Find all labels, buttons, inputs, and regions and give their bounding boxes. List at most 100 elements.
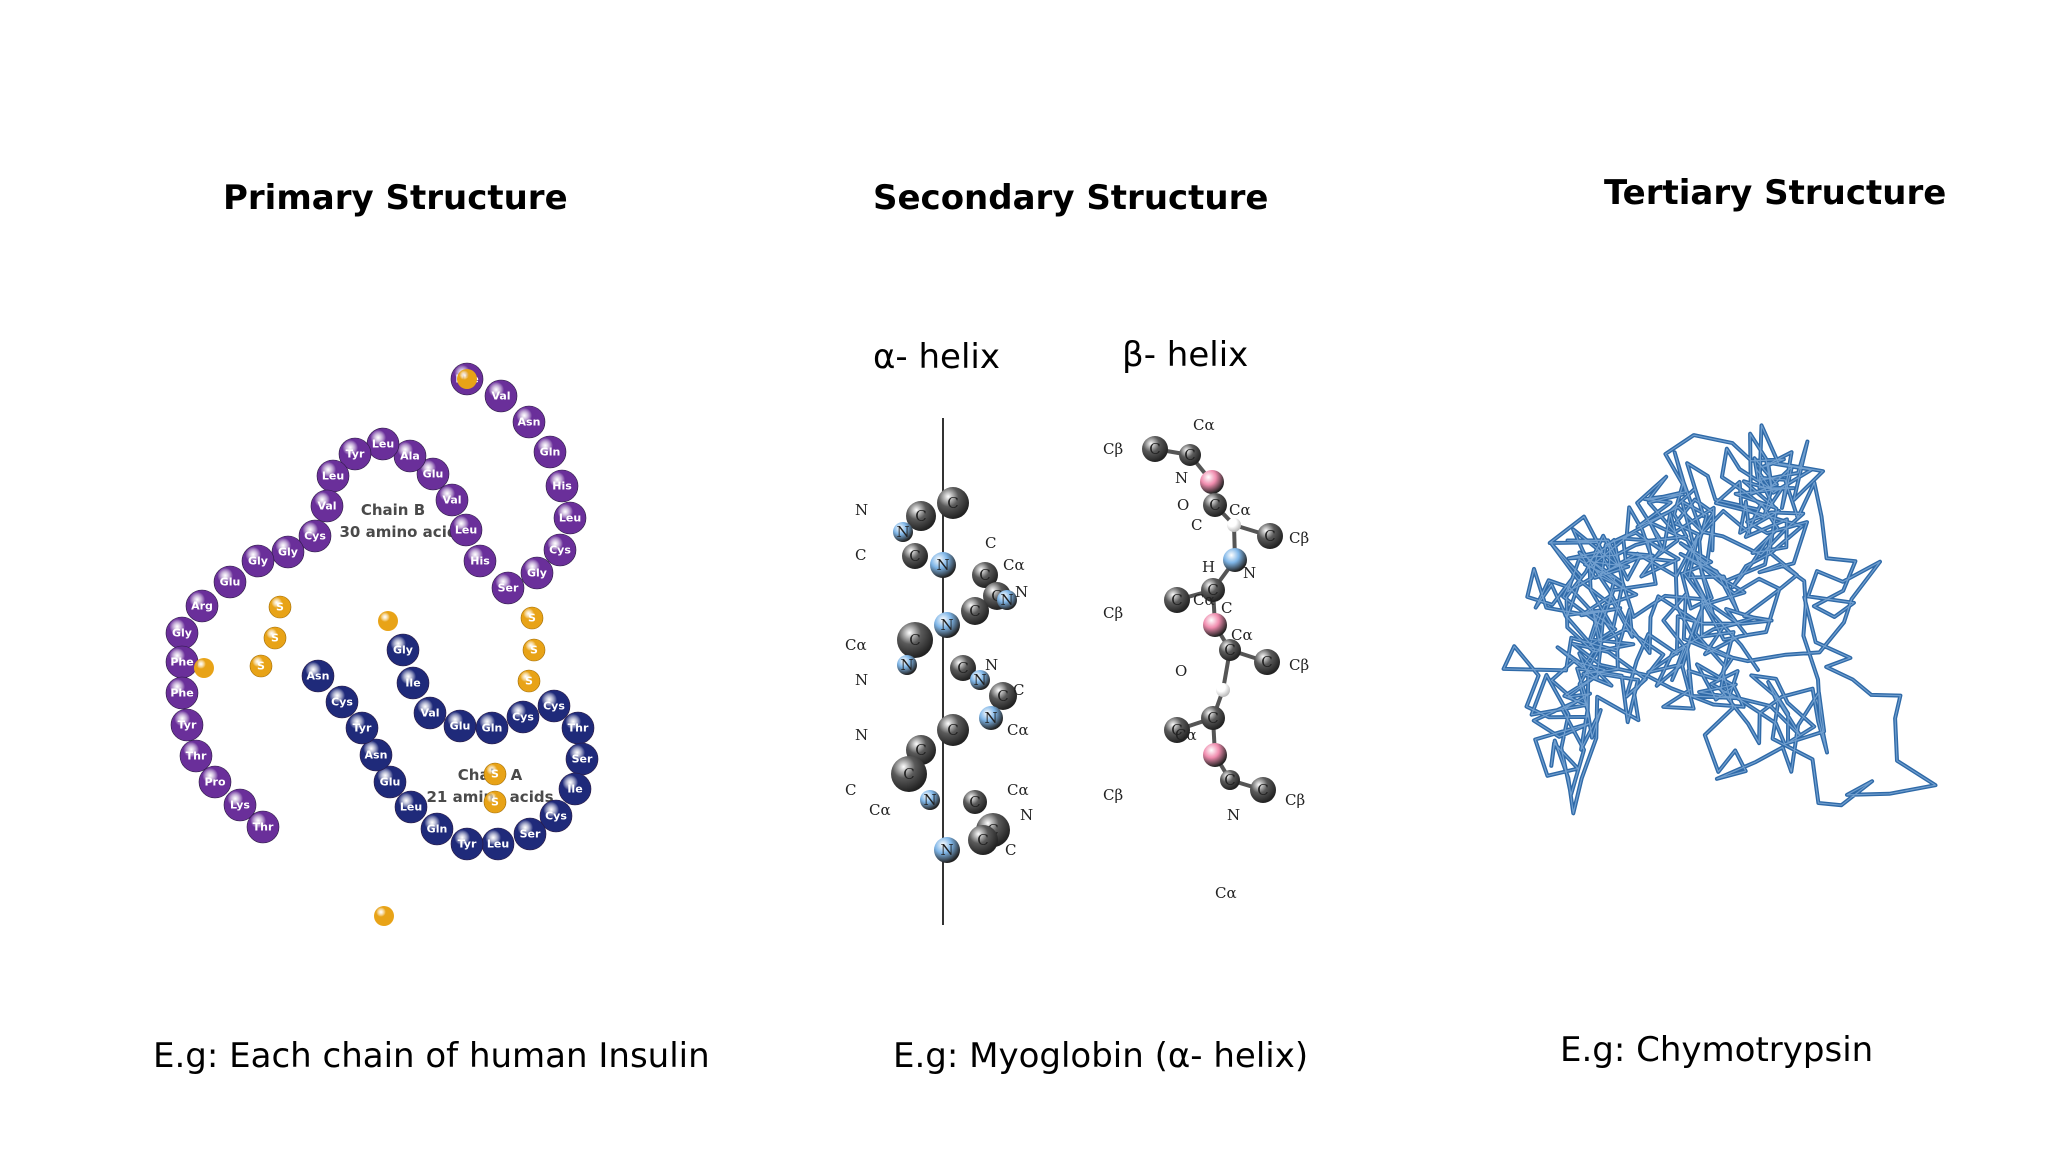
disulfide-bond (483, 790, 507, 814)
chain-a-residue (386, 633, 420, 667)
atom-label: Cβ (1103, 786, 1123, 804)
chain-a-residue-label: Cys (331, 696, 353, 709)
chain-terminus (378, 611, 398, 631)
chain-b-tail-residue-label: Arg (191, 600, 213, 613)
atom-label: O (1177, 496, 1189, 514)
carbon-atom-label: C (1224, 771, 1235, 789)
disulfide-label: S (491, 768, 499, 781)
chain-a-residue-label: Val (420, 707, 439, 720)
atom-label: Cβ (1289, 656, 1309, 674)
atom-label: N (1227, 806, 1240, 824)
carbon-atom (1201, 578, 1225, 602)
chain-b-residue-label: Cys (549, 544, 571, 557)
chain-b-tail-residue-label: Gly (248, 555, 268, 568)
atom-label: C (855, 546, 866, 564)
carbon-atom (906, 501, 936, 531)
chain-a-residue-label: Cys (512, 711, 534, 724)
chain-a-residue-label: Asn (307, 670, 330, 683)
atom-label: Cα (869, 801, 891, 819)
carbon-atom-label: C (1261, 653, 1272, 671)
chymotrypsin-tertiary-structure-figure (1478, 390, 2018, 940)
chain-a-residue-label: Ile (405, 677, 420, 690)
chain-a-residue-label: Tyr (353, 722, 372, 735)
alpha-helix-diagram: CCNCNCCNCNCNCNCNCCCNCCCNNCCCαNCαNNCCαNCC… (845, 418, 1033, 925)
atom-label: N (1020, 806, 1033, 824)
carbon-atom (989, 682, 1017, 710)
chain-b-residue-label: Leu (372, 438, 394, 451)
carbon-atom-label: C (903, 765, 914, 783)
carbon-atom-label: C (977, 831, 988, 849)
atom-label: Cα (1193, 416, 1215, 434)
nitrogen-atom-label: N (973, 671, 986, 689)
carbon-atom (1203, 493, 1227, 517)
atom-label: Cβ (1103, 604, 1123, 622)
nitrogen-atom-label: N (940, 616, 953, 634)
atom-label: Cα (1193, 591, 1215, 609)
nitrogen-atom (997, 590, 1017, 610)
chain-b-residue (310, 489, 344, 523)
carbon-atom (1220, 770, 1240, 790)
chain-a-residue (506, 700, 540, 734)
chain-a-residue-label: Gln (482, 722, 503, 735)
chain-b-residue (512, 405, 546, 439)
chain-b-residue-label: Asn (518, 416, 541, 429)
oxygen-atom (1203, 743, 1227, 767)
protein-backbone-trace (1501, 423, 1938, 816)
chain-b-tail-residue (179, 739, 213, 773)
atom-label: O (1175, 662, 1187, 680)
chain-a-residue (450, 827, 484, 861)
tertiary-structure-title: Tertiary Structure (1604, 173, 1947, 213)
tertiary-example-caption: E.g: Chymotrypsin (1560, 1030, 1874, 1070)
atom-label: C (1005, 841, 1016, 859)
carbon-atom (1254, 649, 1280, 675)
chain-a-residue (394, 790, 428, 824)
atom-label: C (1013, 681, 1024, 699)
nitrogen-atom (893, 522, 913, 542)
chain-a-residue-label: Gln (427, 823, 448, 836)
insulin-primary-structure-figure: Chain B 30 amino acids Chain A 21 amino … (130, 350, 660, 940)
carbon-atom-label: C (969, 602, 980, 620)
carbon-atom-label: C (1224, 641, 1235, 659)
atom-label: Cα (845, 636, 867, 654)
chain-a-residue-label: Tyr (458, 838, 477, 851)
carbon-atom (937, 487, 969, 519)
chain-a-residue-label: Ile (567, 783, 582, 796)
hydrogen-atom (1227, 518, 1241, 532)
carbon-atom (968, 825, 998, 855)
chain-b-tail-residue-label: Lys (230, 799, 250, 812)
chain-a-residue-label: Leu (400, 801, 422, 814)
atom-label: Cβ (1285, 791, 1305, 809)
chain-a-residue (325, 685, 359, 719)
chain-a-residue (345, 711, 379, 745)
atom-label: C (985, 534, 996, 552)
carbon-atom-label: C (1207, 581, 1218, 599)
atom-label: C (845, 781, 856, 799)
disulfide-label: S (528, 612, 536, 625)
chain-b-residue (543, 533, 577, 567)
chain-b-residue (271, 535, 305, 569)
disulfide-label: S (257, 660, 265, 673)
carbon-atom (1250, 777, 1276, 803)
chain-b-tail-residue (185, 589, 219, 623)
atom-label: N (1243, 564, 1256, 582)
chain-b-residue-label: Leu (559, 512, 581, 525)
disulfide-label: S (491, 796, 499, 809)
carbon-atom-label: C (915, 741, 926, 759)
chain-a-residue (558, 772, 592, 806)
nitrogen-atom (920, 790, 940, 810)
chain-b-residue-label: Gly (278, 546, 298, 559)
chain-a-residue (420, 812, 454, 846)
atom-label: C (1191, 516, 1202, 534)
backbone-trace-lines (1501, 423, 1938, 816)
secondary-structure-title: Secondary Structure (873, 178, 1269, 218)
chain-b-residue (338, 437, 372, 471)
chain-b-residue (553, 501, 587, 535)
chain-b-tail-residue-label: Tyr (178, 719, 197, 732)
chain-b-residue-label: Val (442, 494, 461, 507)
disulfide-bond (249, 654, 273, 678)
disulfide-bond (522, 638, 546, 662)
nitrogen-atom (930, 552, 956, 578)
atom-label: Cα (1215, 884, 1237, 902)
chain-b-residue-label: His (552, 480, 572, 493)
